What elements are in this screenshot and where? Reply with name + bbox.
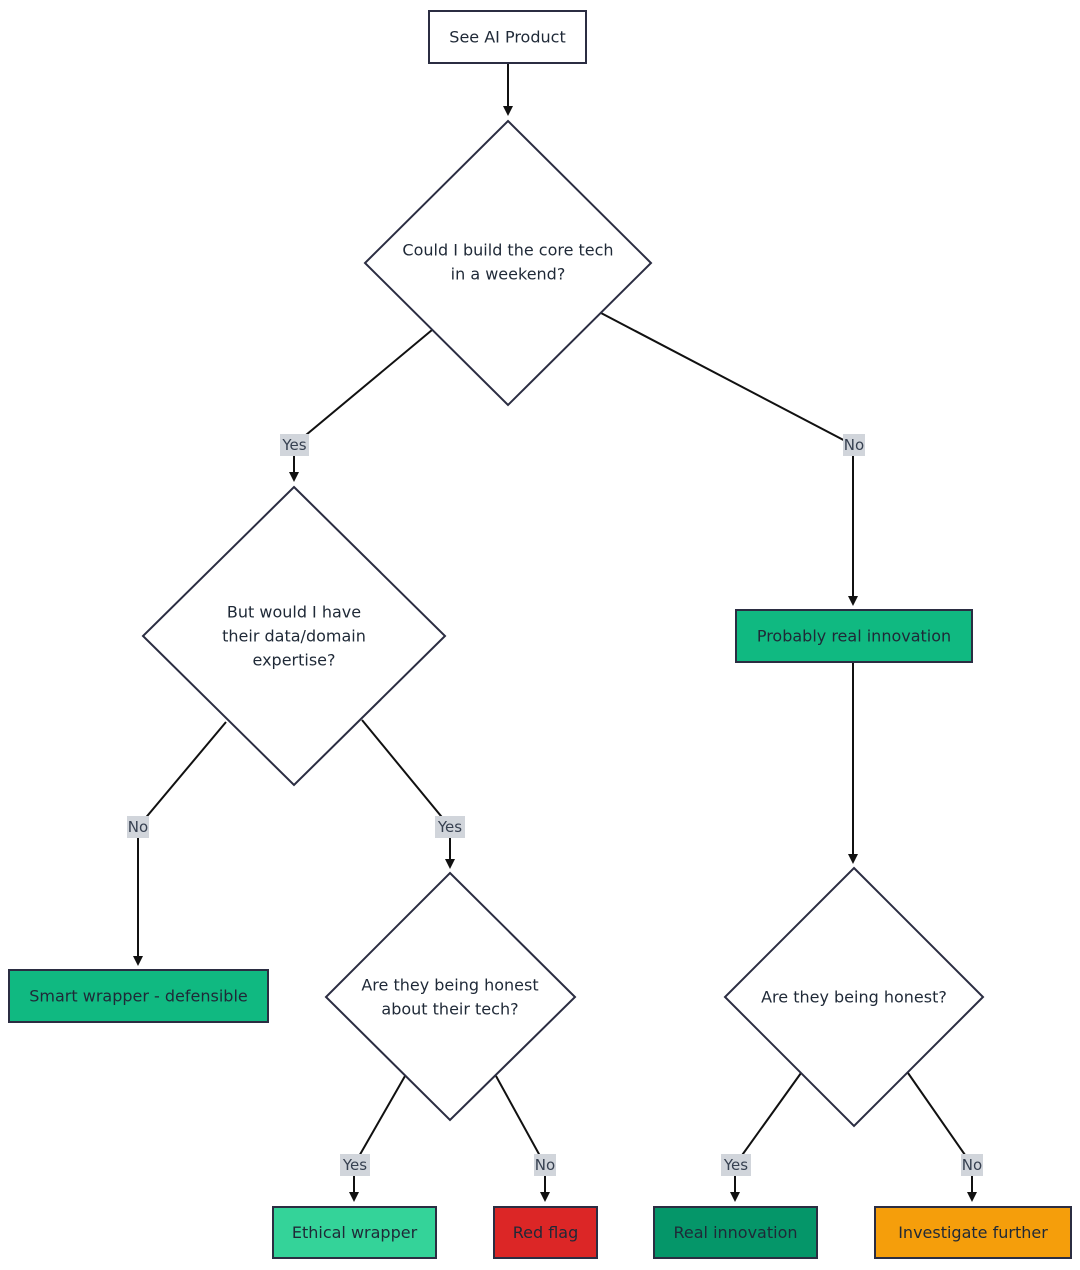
node-label: Ethical wrapper — [292, 1223, 418, 1242]
decision-label-line: Are they being honest — [361, 976, 538, 995]
edge-label-data-no: No — [127, 816, 149, 838]
edge-honest-yes — [730, 1072, 802, 1202]
decision-label-line: in a weekend? — [451, 265, 566, 284]
node-label: Smart wrapper - defensible — [29, 987, 247, 1006]
edge-label-text: Yes — [723, 1156, 748, 1174]
edge-label-honest-tech-yes: Yes — [340, 1154, 370, 1176]
edge-label-honest-tech-no: No — [534, 1154, 556, 1176]
decision-label-line: about their tech? — [381, 1000, 518, 1019]
decision-data-domain-expertise: But would I have their data/domain exper… — [141, 485, 447, 787]
edge-label-honest-yes: Yes — [721, 1154, 751, 1176]
edge-data-yes — [361, 719, 455, 869]
decision-label-line: Could I build the core tech — [402, 241, 613, 260]
edge-label-text: No — [128, 818, 148, 836]
decision-honest-about-tech: Are they being honest about their tech? — [324, 871, 577, 1122]
node-label: See AI Product — [449, 28, 565, 47]
edge-honest-no — [907, 1072, 977, 1202]
edge-label-honest-no: No — [961, 1154, 983, 1176]
decision-label-line: expertise? — [253, 651, 336, 670]
edge-label-data-yes: Yes — [435, 816, 465, 838]
decision-being-honest: Are they being honest? — [723, 866, 985, 1128]
outcome-smart-wrapper: Smart wrapper - defensible — [8, 969, 269, 1023]
edge-label-weekend-yes: Yes — [280, 434, 309, 456]
node-label: Probably real innovation — [757, 627, 951, 646]
outcome-probably-real-innovation: Probably real innovation — [735, 609, 973, 663]
edge-label-weekend-no: No — [843, 434, 865, 456]
edge-label-text: Yes — [281, 436, 306, 454]
edge-data-no — [133, 721, 227, 966]
decision-label-line: But would I have — [227, 603, 361, 622]
node-label: Red flag — [513, 1223, 579, 1242]
outcome-ethical-wrapper: Ethical wrapper — [272, 1206, 437, 1259]
edge-label-text: Yes — [342, 1156, 367, 1174]
edge-label-text: No — [535, 1156, 555, 1174]
edge-labels: Yes No No Yes Yes No Yes No — [127, 434, 983, 1176]
edge-label-text: No — [844, 436, 864, 454]
decision-label-line: Are they being honest? — [761, 988, 947, 1007]
edge-label-text: No — [962, 1156, 982, 1174]
edge-weekend-yes — [289, 329, 433, 482]
decision-build-in-weekend: Could I build the core tech in a weekend… — [363, 119, 653, 407]
outcome-investigate-further: Investigate further — [874, 1206, 1072, 1259]
decision-label-line: their data/domain — [222, 627, 366, 646]
node-label: Real innovation — [673, 1223, 797, 1242]
edge-label-text: Yes — [437, 818, 462, 836]
outcome-real-innovation: Real innovation — [653, 1206, 818, 1259]
edge-honest-tech-yes — [349, 1075, 406, 1202]
edge-honest-tech-no — [495, 1075, 550, 1202]
node-label: Investigate further — [898, 1223, 1048, 1242]
outcome-red-flag: Red flag — [493, 1206, 598, 1259]
node-see-ai-product: See AI Product — [428, 10, 587, 64]
edge-weekend-no — [600, 312, 858, 606]
